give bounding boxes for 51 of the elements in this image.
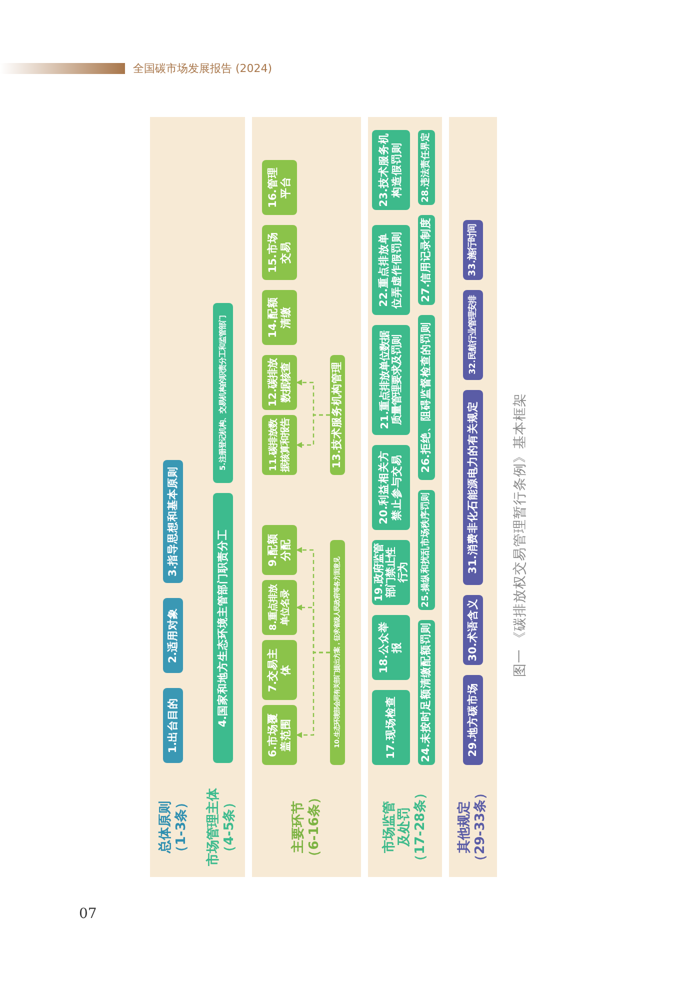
article-box: 3.指导思想和基本原则 [163,460,183,583]
article-box: 27.信用记录制度 [418,215,435,305]
article-box: 28.违法责任界定 [418,130,435,205]
section-heading: 市场监管及处罚 [382,800,413,855]
article-range: （29-33条） [473,786,489,868]
dashed-arrow [296,547,330,654]
page-number: 07 [79,906,97,922]
header-text: 全国碳市场发展报告 (2024) [133,61,272,76]
article-range: （4-5条） [222,796,238,858]
dashed-arrow [296,380,330,416]
article-box: 22.重点排放单位弄虚作假罚则 [372,225,410,315]
article-box: 24.未按时足额清缴配额罚则 [418,620,435,765]
article-range: （6-16条） [306,791,322,863]
article-box: 13.技术服务机构管理 [330,355,345,475]
article-box: 15.市场交易 [262,225,297,280]
article-box: 26.拒绝、阻碍监督检查的罚则 [418,315,435,480]
article-box: 25.操纵和扰乱市场秩序罚则 [418,490,435,610]
article-box: 1.出台目的 [163,688,183,763]
article-box: 9.配额分配 [262,525,297,575]
section-band [449,117,497,877]
article-range: （1-3条） [174,796,190,858]
section-heading: 主要环节 [290,801,306,853]
article-box: 11.碳排放数据核算和报告 [262,415,297,475]
article-box: 16.管理平台 [262,160,297,215]
section-band [368,117,442,877]
article-box: 12.碳排放数据核查 [262,355,297,410]
article-box: 30.术语含义 [463,595,483,665]
article-box: 19.政府监管部门禁止性行为 [372,540,410,605]
article-box: 21.重点排放单位数据质量管理要求及罚则 [372,325,410,435]
article-box: 17.现场检查 [372,690,410,765]
article-box: 31.消费非化石能源电力的有关规定 [463,390,483,585]
section-band [252,117,361,877]
article-box: 8.重点排放单位名录 [262,580,297,635]
article-box: 20.利益相关方禁止参与交易 [372,445,410,530]
article-box: 23.技术服务机构造假罚则 [372,130,410,210]
section-band [150,117,198,877]
article-box: 7.交易主体 [262,640,297,700]
section-heading: 其他规定 [457,801,473,853]
article-box: 6.市场覆盖范围 [262,705,297,765]
section-heading: 市场管理主体 [206,788,222,866]
article-box: 4.国家和地方生态环境主管部门职责分工 [213,493,233,763]
section-band [198,117,245,877]
article-box: 2.适用对象 [163,598,183,673]
article-range: （17-28条） [412,786,428,868]
article-box: 18.公众举报 [372,615,410,680]
figure-caption: 图一 《碳排放权交易管理暂行条例》基本框架 [511,392,529,678]
section-heading: 总体原则 [158,801,174,853]
article-box: 29.地方碳市场 [463,675,483,765]
article-box: 33.施行时间 [463,220,483,280]
article-box: 14.配额清缴 [262,290,297,345]
article-box: 32.民航行业管理安排 [463,290,483,380]
